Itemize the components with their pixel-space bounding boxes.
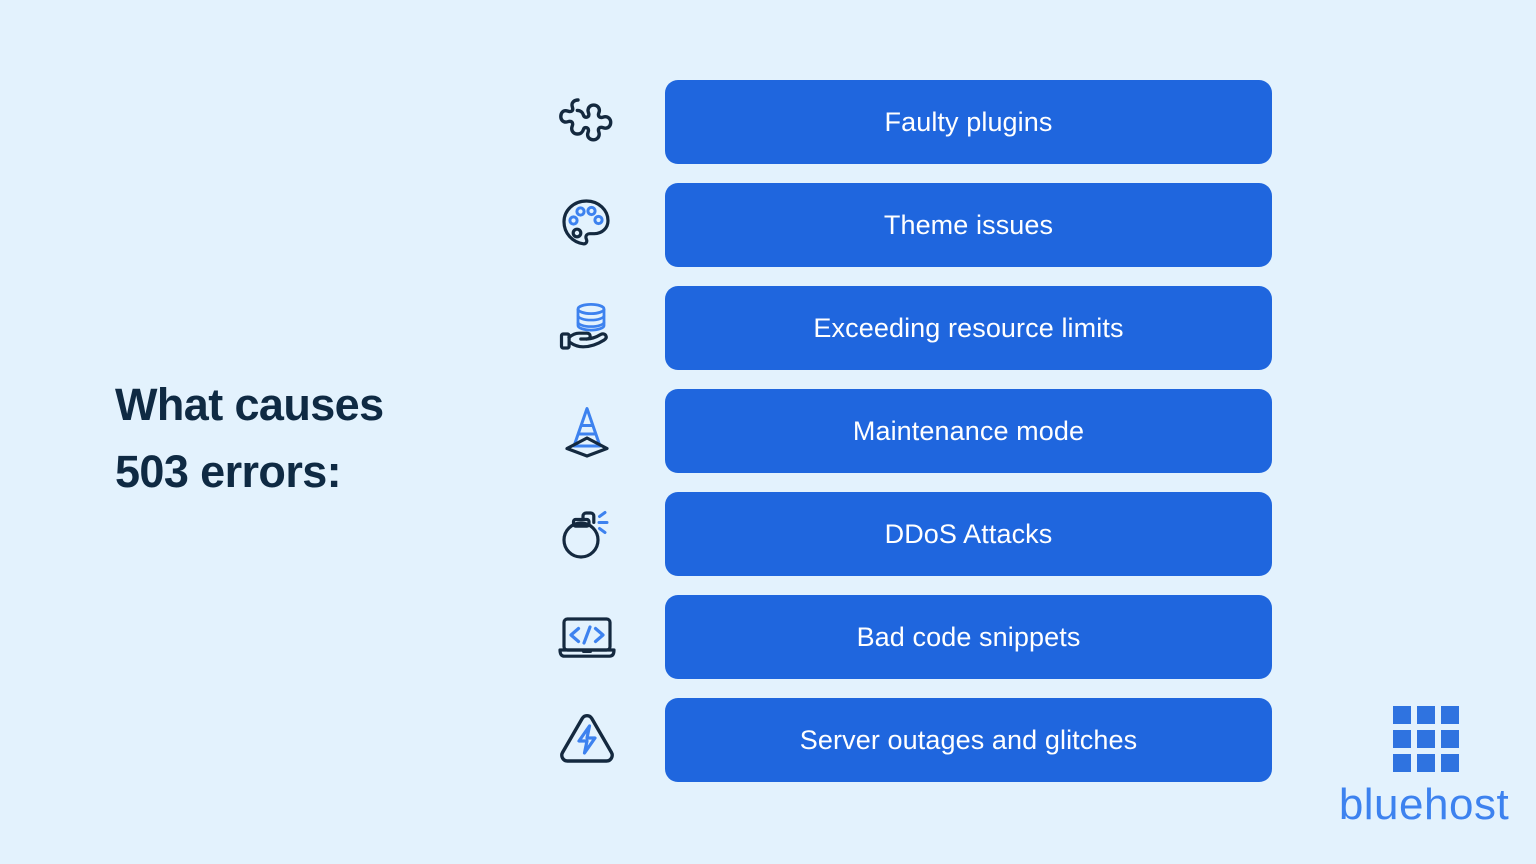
paint-palette-icon: [551, 183, 623, 267]
page-title-line-2: 503 errors:: [115, 445, 342, 497]
cause-label: Theme issues: [883, 209, 1054, 240]
cause-bar[interactable]: Bad code snippets: [665, 595, 1272, 679]
bomb-icon: [551, 492, 623, 576]
cause-label: Maintenance mode: [852, 415, 1085, 446]
cause-label: Bad code snippets: [856, 621, 1081, 652]
cause-bar[interactable]: Theme issues: [665, 183, 1272, 267]
lightning-triangle-icon: [551, 698, 623, 782]
logo-square: [1393, 706, 1411, 724]
logo-square: [1393, 754, 1411, 772]
laptop-code-icon: [551, 595, 623, 679]
logo-square: [1417, 730, 1435, 748]
cause-bar[interactable]: Server outages and glitches: [665, 698, 1272, 782]
list-item: Bad code snippets: [0, 595, 1536, 679]
cause-list: Faulty plugins Theme issues: [0, 80, 1536, 782]
page-title: What causes 503 errors:: [115, 372, 535, 505]
logo-square: [1417, 754, 1435, 772]
traffic-cone-icon: [551, 389, 623, 473]
list-item: Maintenance mode: [0, 389, 1536, 473]
puzzle-piece-icon: [551, 80, 623, 164]
cause-label: Exceeding resource limits: [813, 312, 1124, 343]
cause-bar[interactable]: DDoS Attacks: [665, 492, 1272, 576]
cause-bar[interactable]: Exceeding resource limits: [665, 286, 1272, 370]
cause-bar[interactable]: Faulty plugins: [665, 80, 1272, 164]
cause-label: Faulty plugins: [884, 106, 1053, 137]
cause-bar[interactable]: Maintenance mode: [665, 389, 1272, 473]
list-item: Faulty plugins: [0, 80, 1536, 164]
page-title-line-1: What causes: [115, 379, 384, 430]
bluehost-logo: bluehost: [1338, 706, 1510, 832]
list-item: Exceeding resource limits: [0, 286, 1536, 370]
list-item: Server outages and glitches: [0, 698, 1536, 782]
cause-label: DDoS Attacks: [884, 518, 1053, 549]
list-item: DDoS Attacks: [0, 492, 1536, 576]
logo-square: [1441, 730, 1459, 748]
logo-square: [1441, 706, 1459, 724]
list-item: Theme issues: [0, 183, 1536, 267]
cause-label: Server outages and glitches: [799, 724, 1138, 755]
bluehost-wordmark: bluehost: [1338, 780, 1510, 829]
logo-square: [1441, 754, 1459, 772]
logo-square: [1393, 730, 1411, 748]
logo-square: [1417, 706, 1435, 724]
bluehost-grid-icon: [1393, 706, 1459, 772]
database-on-hand-icon: [551, 286, 623, 370]
